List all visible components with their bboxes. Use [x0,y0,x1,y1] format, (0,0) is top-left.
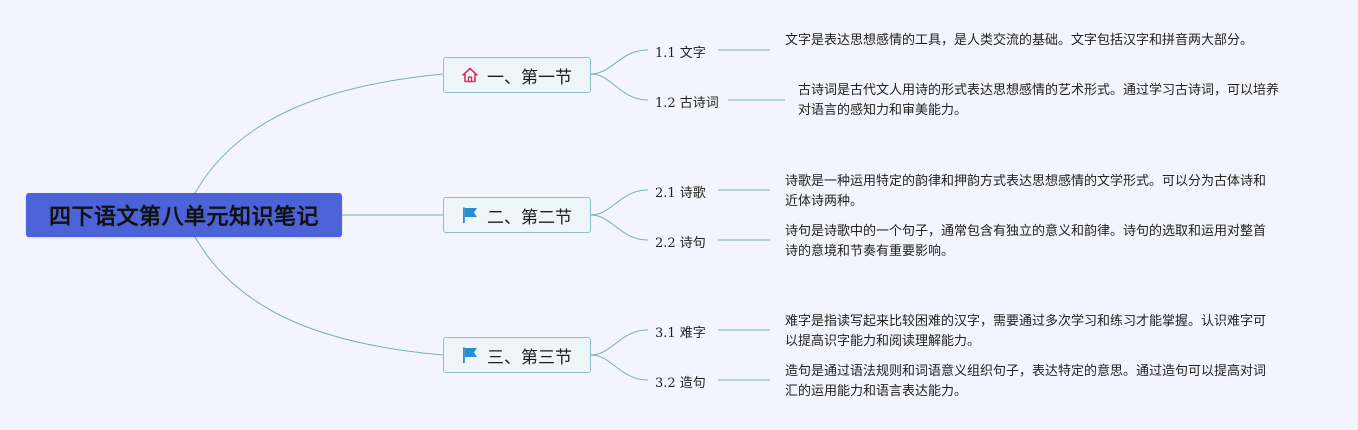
section-topic-2[interactable]: 二、第二节 [443,197,591,233]
connector-s1-sub1 [590,49,649,75]
flag-icon [460,345,480,365]
home-icon [460,65,480,85]
subtopic-1-2[interactable]: 1.2 古诗词 [655,96,719,111]
root-topic-label: 四下语文第八单元知识笔记 [48,205,319,230]
flag-icon [460,205,480,225]
section-topic-1-label: 一、第一节 [487,67,572,88]
subtopic-1-1[interactable]: 1.1 文字 [655,46,706,61]
section-topic-1[interactable]: 一、第一节 [443,57,591,93]
note-3-1: 难字是指读写起来比较困难的汉字，需要通过多次学习和练习才能掌握。认识难字可以提高… [785,314,1267,349]
note-1-1: 文字是表达思想感情的工具，是人类交流的基础。文字包括汉字和拼音两大部分。 [785,33,1254,48]
note-2-2: 诗句是诗歌中的一个句子，通常包含有独立的意义和韵律。诗句的选取和运用对整首诗的意… [785,224,1267,259]
connector-root-section-3 [194,236,444,356]
section-topic-3-label: 三、第三节 [487,347,572,368]
subtopic-2-1[interactable]: 2.1 诗歌 [655,186,706,201]
section-topic-3[interactable]: 三、第三节 [443,337,591,373]
connector-s2-sub2 [590,214,649,241]
connector-s3-sub1 [590,329,649,356]
section-topic-2-label: 二、第二节 [487,207,572,228]
note-2-1: 诗歌是一种运用特定的韵律和押韵方式表达思想感情的文学形式。可以分为古体诗和近体诗… [785,174,1267,209]
connector-s3-sub2 [590,354,649,381]
connector-s2-sub1 [590,189,649,216]
note-1-2: 古诗词是古代文人用诗的形式表达思想感情的艺术形式。通过学习古诗词，可以培养对语言… [798,83,1280,118]
subtopic-3-1[interactable]: 3.1 难字 [655,326,706,341]
subtopic-3-2[interactable]: 3.2 造句 [655,376,706,391]
note-3-2: 造句是通过语法规则和词语意义组织句子，表达特定的意思。通过造句可以提高对词汇的运… [785,364,1267,399]
connector-s1-sub2 [590,73,649,101]
connector-root-section-1 [194,73,444,194]
root-topic[interactable]: 四下语文第八单元知识笔记 [26,193,342,237]
subtopic-2-2[interactable]: 2.2 诗句 [655,236,706,251]
